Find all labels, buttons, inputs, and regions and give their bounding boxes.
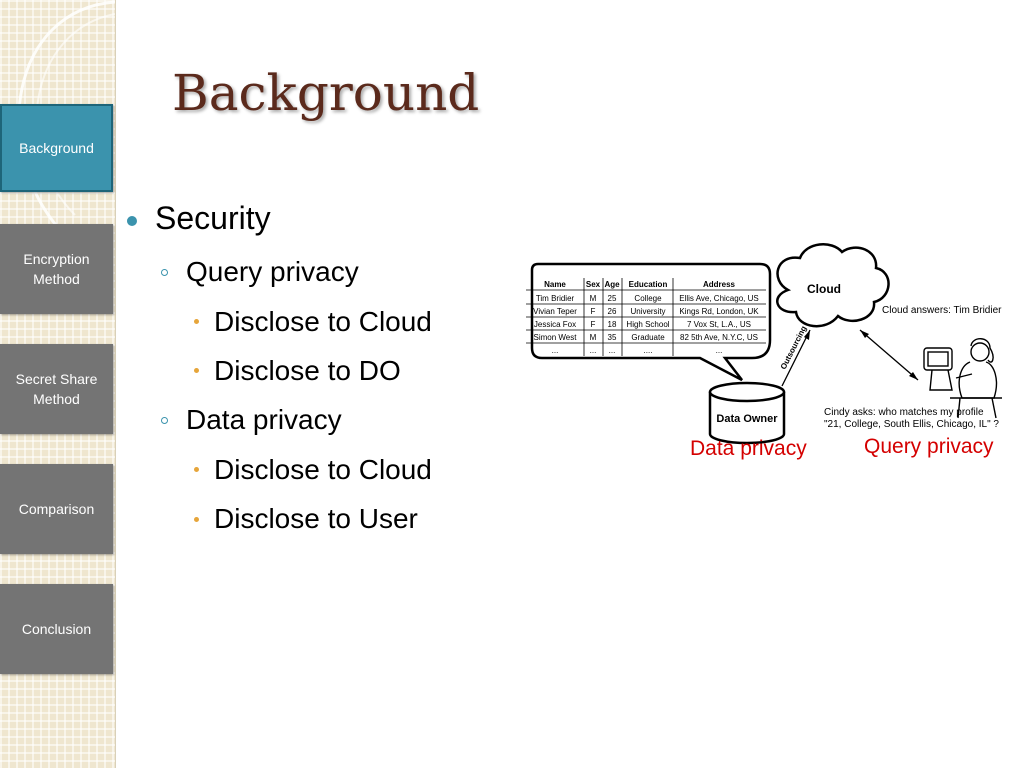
table-cell: M <box>590 294 597 303</box>
sub-sub-bullet-marker <box>194 467 199 472</box>
sub-bullet-marker <box>161 417 168 424</box>
table-cell: M <box>590 333 597 342</box>
sidebar-item-label: Comparison <box>18 501 95 517</box>
table-header: Name <box>544 280 566 289</box>
sidebar-item-comparison[interactable]: Comparison <box>0 464 113 554</box>
bullet-marker <box>127 216 137 226</box>
sidebar-item-label: Secret Share Method <box>15 371 98 407</box>
bullet-qp-disclose-do: Disclose to DO <box>214 355 401 386</box>
bullet-security: Security <box>155 200 271 236</box>
user-icon <box>923 338 1002 419</box>
table-cell: 35 <box>608 333 617 342</box>
sidebar-item-label: Encryption Method <box>23 251 90 287</box>
table-cell: Vivian Teper <box>533 307 577 316</box>
table-header: Education <box>629 280 668 289</box>
sidebar-item-background[interactable]: Background <box>0 104 113 192</box>
table-header: Sex <box>586 280 601 289</box>
table-cell: Ellis Ave, Chicago, US <box>679 294 758 303</box>
system-diagram: Name Sex Age Education Address Tim Bridi… <box>526 243 1002 445</box>
sidebar-item-label: Background <box>19 140 94 156</box>
sub-sub-bullet-marker <box>194 517 199 522</box>
cloud-label: Cloud <box>807 282 841 296</box>
query-privacy-label: Query privacy <box>864 435 994 458</box>
bullet-dp-disclose-user: Disclose to User <box>214 503 418 534</box>
outsourcing-arrow <box>781 329 811 387</box>
table-cell: High School <box>626 320 669 329</box>
table-cell: ... <box>609 346 616 355</box>
database-icon <box>708 381 786 445</box>
table-cell: ... <box>552 346 559 355</box>
table-cell: Simon West <box>534 333 578 342</box>
table-cell: Kings Rd, London, UK <box>679 307 759 316</box>
table-cell: Tim Bridier <box>536 294 575 303</box>
bullet-query-privacy: Query privacy <box>186 256 359 287</box>
sidebar-item-conclusion[interactable]: Conclusion <box>0 584 113 674</box>
table-cell: 7 Vox St, L.A., US <box>687 320 751 329</box>
cloud-answer-text: Cloud answers: Tim Bridier <box>882 305 1002 316</box>
table-cell: 18 <box>608 320 617 329</box>
table-cell: ... <box>590 346 597 355</box>
table-cell: Graduate <box>631 333 665 342</box>
cloud-icon <box>776 243 890 328</box>
user-question-line2: "21, College, South Ellis, Chicago, IL" … <box>824 419 999 430</box>
sub-sub-bullet-marker <box>194 368 199 373</box>
data-owner-label: Data Owner <box>716 413 778 425</box>
table-cell: College <box>634 294 662 303</box>
table-header: Address <box>703 280 736 289</box>
table-cell: F <box>591 307 596 316</box>
sidebar-item-encryption-method[interactable]: Encryption Method <box>0 224 113 314</box>
bullet-data-privacy: Data privacy <box>186 404 342 435</box>
bullet-dp-disclose-cloud: Disclose to Cloud <box>214 454 432 485</box>
bullet-qp-disclose-cloud: Disclose to Cloud <box>214 306 432 337</box>
page-title: Background <box>172 64 480 122</box>
sub-bullet-marker <box>161 269 168 276</box>
sidebar-item-label: Conclusion <box>21 621 92 637</box>
table-cell: F <box>591 320 596 329</box>
sub-sub-bullet-marker <box>194 319 199 324</box>
table-cell: Jessica Fox <box>534 320 576 329</box>
speech-bubble <box>530 262 772 382</box>
sidebar-item-secret-share-method[interactable]: Secret Share Method <box>0 344 113 434</box>
table-cell: 25 <box>608 294 617 303</box>
table-cell: .... <box>644 346 653 355</box>
table-cell: ... <box>716 346 723 355</box>
data-privacy-label: Data privacy <box>690 437 807 460</box>
table-header: Age <box>604 280 620 289</box>
query-arrow <box>859 329 919 381</box>
user-question-line1: Cindy asks: who matches my profile <box>824 407 984 418</box>
data-table <box>526 278 766 356</box>
table-cell: 82 5th Ave, N.Y.C, US <box>680 333 758 342</box>
table-cell: 26 <box>608 307 617 316</box>
table-cell: University <box>630 307 665 316</box>
sidebar: Background Encryption Method Secret Shar… <box>0 0 116 768</box>
